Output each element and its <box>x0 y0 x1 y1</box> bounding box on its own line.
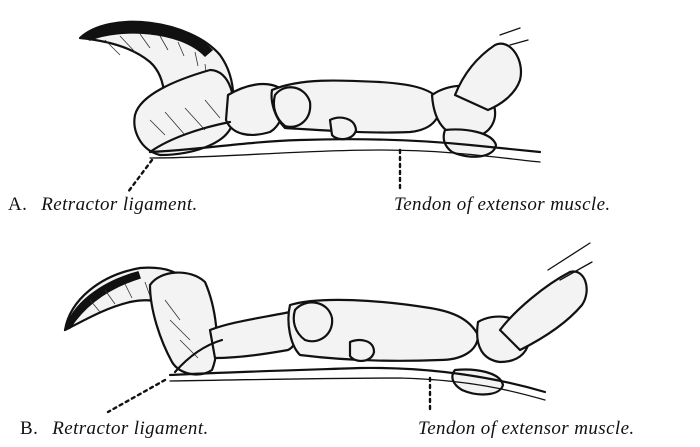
panel-a-retractor-label: Retractor ligament. <box>41 194 197 215</box>
panel-a-phalanges <box>226 28 528 157</box>
panel-b-retractor-label: Retractor ligament. <box>52 418 208 439</box>
panel-b-tendon-label: Tendon of extensor muscle. <box>418 418 635 440</box>
panel-a-tendon-label: Tendon of extensor muscle. <box>394 194 611 216</box>
panel-b-retractor-leader <box>108 380 165 412</box>
panel-a-letter: A. <box>8 194 27 215</box>
panel-a-retractor-caption: A. Retractor ligament. <box>8 194 198 216</box>
panel-b-letter: B. <box>20 418 38 439</box>
panel-b-claw <box>65 268 217 375</box>
panel-a-claw <box>80 22 234 155</box>
panel-b-retractor-caption: B. Retractor ligament. <box>20 418 209 440</box>
panel-a-retractor-leader <box>128 160 152 192</box>
